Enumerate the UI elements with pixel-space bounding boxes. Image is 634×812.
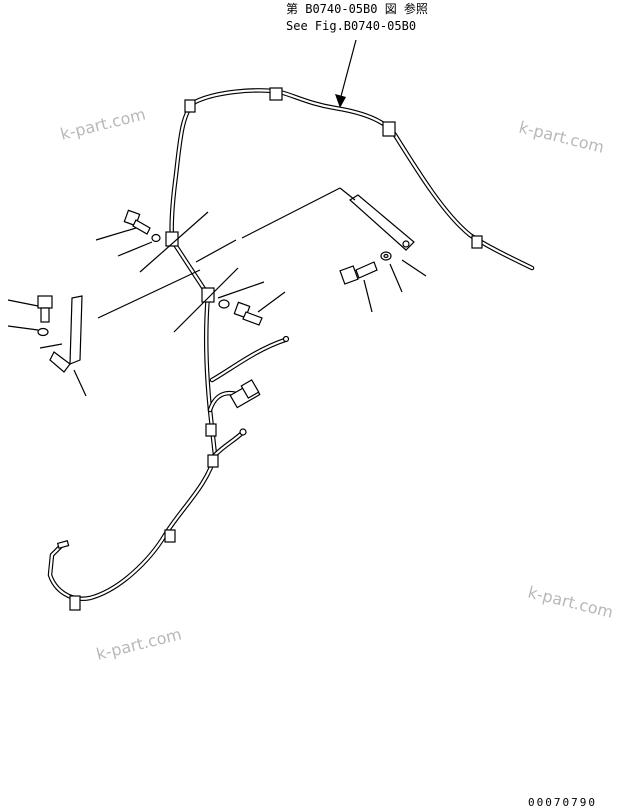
upper-left-bolt [123,209,151,235]
watermark: k-part.com [517,117,606,157]
left-bolt [37,295,53,323]
harness-clamp [69,87,483,611]
terminal-lug [56,540,70,549]
wiring-harness [47,88,535,602]
reference-jp: 第 B0740-05B0 図 参照 [286,1,428,16]
left-washer [37,327,49,337]
right-washer [380,251,392,261]
connector [229,379,261,409]
upper-left-washer [151,233,161,243]
middle-bolt [233,301,263,326]
watermark: k-part.com [526,582,615,622]
middle-washer [218,299,230,309]
reference-en: See Fig.B0740-05B0 [286,19,416,33]
watermark: k-part.com [94,624,183,664]
reference-arrow [335,39,357,108]
watermark: k-part.com [58,104,147,144]
terminal-lug [282,335,290,343]
terminal-lug [239,428,247,436]
left-bracket [49,295,83,373]
right-bracket [349,194,415,251]
leader-lines [7,187,427,397]
drawing-code: 00070790 [528,796,597,809]
right-bolt [339,261,378,285]
